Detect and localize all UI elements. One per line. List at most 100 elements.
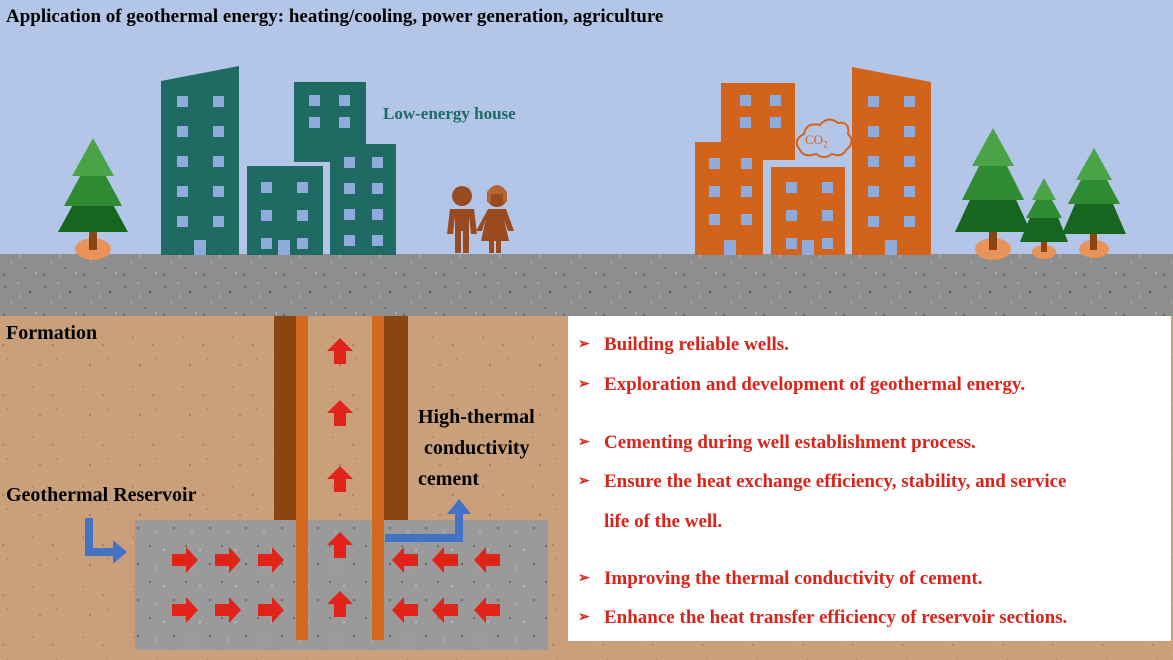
- bullet-text: Building reliable wells.: [604, 334, 789, 355]
- door: [194, 240, 206, 255]
- window: [339, 117, 350, 128]
- window: [904, 126, 915, 137]
- window: [372, 183, 383, 194]
- window: [344, 183, 355, 194]
- window: [868, 156, 879, 167]
- window: [770, 117, 781, 128]
- building-windows: [177, 95, 383, 255]
- diagram-title: Application of geothermal energy: heatin…: [6, 6, 664, 27]
- formation-label: Formation: [6, 322, 98, 344]
- heat-flow-inward-arrows: [172, 547, 500, 623]
- heat-flow-up-arrows: [327, 338, 353, 617]
- window: [822, 210, 833, 221]
- key-points-panel: ➢Building reliable wells. ➢Exploration a…: [568, 316, 1171, 641]
- window: [770, 95, 781, 106]
- cement-label-line: cement: [418, 468, 480, 490]
- bullet-marker-icon: ➢: [578, 474, 590, 489]
- blue-pointer-arrow: [85, 518, 127, 564]
- green-buildings: [161, 66, 396, 255]
- up-arrow-icon: [327, 400, 353, 426]
- surface-rock-layer: [0, 254, 1173, 316]
- door: [724, 240, 736, 255]
- window: [709, 214, 720, 225]
- geothermal-well: [274, 316, 408, 640]
- window: [822, 182, 833, 193]
- window: [741, 158, 752, 169]
- right-arrow-icon: [258, 547, 284, 573]
- window: [709, 186, 720, 197]
- tree-icon: [1062, 148, 1126, 258]
- window: [740, 95, 751, 106]
- inner-casing-right: [372, 316, 384, 640]
- window: [344, 235, 355, 246]
- bullet-item: ➢ Building reliable wells.: [578, 334, 789, 356]
- blue-pointer-arrow: [385, 499, 471, 542]
- left-arrow-icon: [392, 597, 418, 623]
- tree-icon: [1020, 178, 1068, 259]
- bullet-item: ➢Enhance the heat transfer efficiency of…: [578, 607, 1067, 629]
- orange-buildings: [695, 67, 931, 255]
- window: [339, 95, 350, 106]
- bullet-text: Cementing during well establishment proc…: [604, 432, 976, 453]
- window: [822, 238, 833, 249]
- door: [278, 240, 290, 255]
- bullet-item: ➢ Cementing during well establishment pro…: [578, 432, 976, 454]
- left-arrow-icon: [392, 547, 418, 573]
- tree-icon: [58, 138, 128, 260]
- bullet-marker-icon: ➢: [578, 337, 590, 352]
- window: [740, 117, 751, 128]
- geothermal-reservoir-label: Geothermal Reservoir: [6, 484, 197, 506]
- window: [297, 182, 308, 193]
- inner-casing-left: [296, 316, 308, 640]
- up-arrow-icon: [327, 338, 353, 364]
- right-arrow-icon: [172, 547, 198, 573]
- cement-label-line: conductivity: [424, 437, 530, 459]
- right-arrow-icon: [172, 597, 198, 623]
- window: [309, 95, 320, 106]
- window: [213, 96, 224, 107]
- door: [885, 240, 897, 255]
- window: [261, 210, 272, 221]
- bullet-item: ➢Ensure the heat exchange efficiency, st…: [578, 471, 1066, 493]
- left-arrow-icon: [474, 597, 500, 623]
- co2-cloud-icon: [795, 118, 853, 158]
- bullet-text: Exploration and development of geotherma…: [604, 374, 1026, 395]
- window: [868, 186, 879, 197]
- window: [868, 216, 879, 227]
- up-arrow-icon: [327, 591, 353, 617]
- window: [261, 182, 272, 193]
- bullet-marker-icon: ➢: [578, 435, 590, 450]
- window: [177, 96, 188, 107]
- window: [904, 186, 915, 197]
- window: [261, 238, 272, 249]
- low-energy-house-label: Low-energy house: [383, 104, 516, 123]
- window: [868, 126, 879, 137]
- window: [904, 216, 915, 227]
- window: [786, 182, 797, 193]
- window: [177, 156, 188, 167]
- window: [309, 117, 320, 128]
- window: [344, 157, 355, 168]
- bullet-marker-icon: ➢: [578, 571, 590, 586]
- outer-casing-left: [274, 316, 298, 520]
- bullet-marker-icon: ➢: [578, 610, 590, 625]
- right-arrow-icon: [258, 597, 284, 623]
- window: [904, 96, 915, 107]
- window: [297, 210, 308, 221]
- outer-casing-right: [384, 316, 408, 520]
- window: [741, 186, 752, 197]
- window: [372, 157, 383, 168]
- bullet-item: ➢Exploration and development of geotherm…: [578, 374, 1025, 396]
- co2-subscript: 2: [823, 139, 828, 150]
- window: [904, 156, 915, 167]
- window: [372, 209, 383, 220]
- people-icon: [447, 185, 514, 253]
- cement-label: High-thermal conductivity cement: [418, 402, 535, 495]
- window: [741, 214, 752, 225]
- window: [344, 209, 355, 220]
- co2-text: CO: [805, 132, 824, 147]
- window: [213, 126, 224, 137]
- left-arrow-icon: [432, 597, 458, 623]
- cement-label-line: High-thermal: [418, 406, 535, 428]
